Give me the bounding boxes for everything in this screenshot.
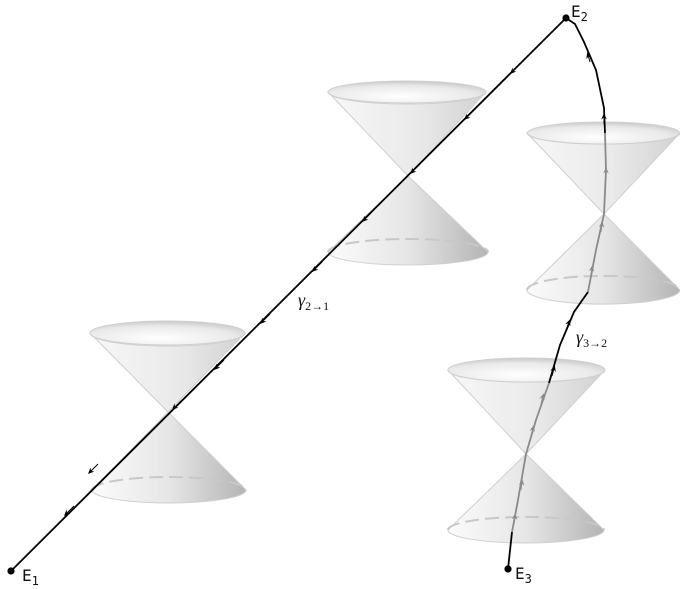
future-cone <box>447 357 606 455</box>
future-cone <box>327 80 487 177</box>
worldline-gamma-3-to-2 <box>507 17 609 570</box>
arrow-marker <box>464 109 475 120</box>
label-e1: E1 <box>22 566 39 588</box>
label-gamma-2-to-1: γ2→1 <box>298 290 329 313</box>
arrow-marker <box>565 319 571 331</box>
arrow-marker <box>550 365 556 377</box>
label-e3: E3 <box>515 564 532 586</box>
past-cone <box>447 453 605 544</box>
arrow-marker <box>511 513 518 525</box>
arrow-marker <box>214 359 225 370</box>
arrow-marker <box>260 313 271 324</box>
arrow-marker <box>410 163 421 174</box>
arrow-marker <box>518 479 525 491</box>
light-cone-4 <box>447 357 606 544</box>
arrow-marker <box>312 261 323 272</box>
past-cone <box>327 175 489 266</box>
event-point-e2 <box>562 14 570 22</box>
arrow-marker <box>529 425 535 437</box>
worldline-gamma-2-to-1 <box>10 17 567 572</box>
past-cone <box>91 411 247 504</box>
arrow-marker <box>88 463 99 474</box>
future-cone <box>526 121 680 215</box>
arrow-marker <box>64 505 75 516</box>
arrow-marker <box>586 52 592 63</box>
arrow-marker <box>539 393 545 405</box>
light-cone-3 <box>526 121 680 305</box>
light-cone-1 <box>89 320 247 504</box>
arrow-marker <box>172 399 183 410</box>
arrow-marker <box>588 265 595 277</box>
future-cone <box>89 320 246 413</box>
arrow-marker <box>598 221 605 233</box>
arrow-marker <box>510 63 521 74</box>
event-point-e1 <box>7 567 15 575</box>
arrow-marker <box>362 211 373 222</box>
light-cone-2 <box>327 80 489 266</box>
past-cone <box>526 213 680 305</box>
event-point-e3 <box>504 565 512 573</box>
label-e2: E2 <box>571 2 588 24</box>
label-gamma-3-to-2: γ3→2 <box>576 327 607 350</box>
